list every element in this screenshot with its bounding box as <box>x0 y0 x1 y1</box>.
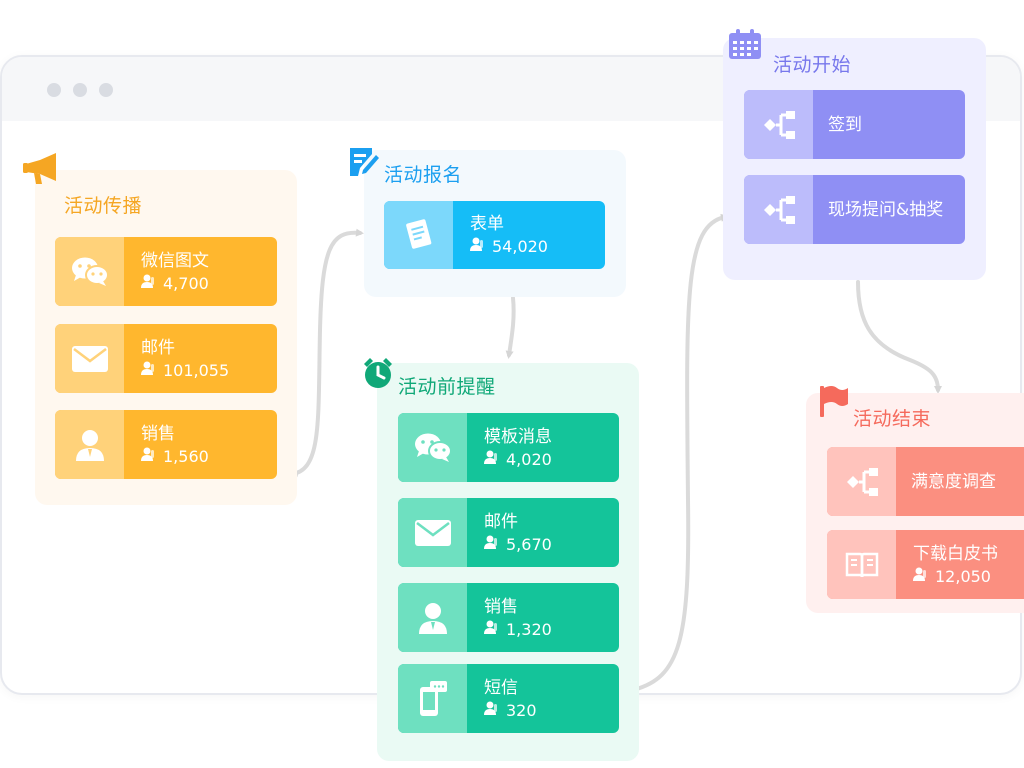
end-card-whitepaper[interactable]: 下载白皮书 12,050 <box>827 530 1024 599</box>
stage-promotion-title: 活动传播 <box>64 195 143 217</box>
user-count-icon <box>913 566 927 588</box>
card-icon-box <box>744 90 813 159</box>
card-label: 下载白皮书 <box>913 543 998 564</box>
book-icon <box>845 552 878 577</box>
card-count: 1,560 <box>163 446 209 466</box>
card-icon-box <box>384 201 453 269</box>
start-card-checkin[interactable]: 签到 <box>744 90 965 159</box>
card-label: 现场提问&抽奖 <box>828 199 944 220</box>
card-label: 销售 <box>141 423 175 444</box>
connector-promotion-to-registration <box>290 228 364 476</box>
card-icon-box <box>398 498 467 567</box>
user-count-icon <box>141 446 155 468</box>
card-label: 模板消息 <box>484 426 552 447</box>
reminder-card-template-message[interactable]: 模板消息 4,020 <box>398 413 619 482</box>
form-edit-icon <box>348 146 380 178</box>
reminder-card-mail[interactable]: 邮件 5,670 <box>398 498 619 567</box>
connector-reminder-to-start <box>631 213 729 692</box>
reminder-card-sales[interactable]: 销售 1,320 <box>398 583 619 652</box>
stage-end-title: 活动结束 <box>853 408 932 430</box>
card-count: 5,670 <box>506 534 552 554</box>
card-label: 表单 <box>470 214 504 234</box>
card-count: 101,055 <box>163 360 230 380</box>
connector-registration-to-reminder <box>505 296 516 359</box>
phone-message-icon <box>419 680 447 716</box>
stage-registration-title: 活动报名 <box>384 164 463 186</box>
person-icon <box>418 602 447 634</box>
promotion-card-sales[interactable]: 销售 1,560 <box>55 410 277 479</box>
window-dot <box>73 83 87 97</box>
reminder-card-sms[interactable]: 短信 320 <box>398 664 619 733</box>
megaphone-icon <box>20 152 60 186</box>
mail-icon <box>71 345 108 372</box>
card-label: 销售 <box>484 596 518 617</box>
promotion-card-wechat[interactable]: 微信图文 4,700 <box>55 237 277 306</box>
alarm-clock-icon <box>361 356 395 390</box>
card-icon-box <box>55 324 124 393</box>
person-icon <box>75 429 104 461</box>
window-dot <box>99 83 113 97</box>
card-icon-box <box>827 447 896 516</box>
card-icon-box <box>398 583 467 652</box>
card-icon-box <box>55 237 124 306</box>
wechat-icon <box>71 257 109 286</box>
card-label: 短信 <box>484 677 518 698</box>
registration-card-form[interactable]: 表单 54,020 <box>384 201 605 269</box>
stage-start-title: 活动开始 <box>773 54 852 76</box>
user-count-icon <box>141 273 155 295</box>
card-count: 54,020 <box>492 237 548 256</box>
card-label: 签到 <box>828 114 862 135</box>
card-icon-box <box>744 175 813 244</box>
card-icon-box <box>827 530 896 599</box>
calendar-icon <box>728 28 762 60</box>
card-label: 微信图文 <box>141 250 209 271</box>
card-label: 满意度调查 <box>911 471 996 492</box>
wechat-icon <box>414 433 452 462</box>
user-count-icon <box>470 236 484 258</box>
user-count-icon <box>484 534 498 556</box>
user-count-icon <box>484 619 498 641</box>
start-card-qa-lottery[interactable]: 现场提问&抽奖 <box>744 175 965 244</box>
card-count: 320 <box>506 700 537 720</box>
card-icon-box <box>398 664 467 733</box>
flow-branch-icon <box>763 110 795 139</box>
window-dot <box>47 83 61 97</box>
user-count-icon <box>484 700 498 722</box>
user-count-icon <box>141 360 155 382</box>
connector-start-to-end <box>856 280 942 394</box>
card-count: 4,020 <box>506 449 552 469</box>
card-count: 4,700 <box>163 273 209 293</box>
flow-branch-icon <box>846 467 878 496</box>
stage-reminder-title: 活动前提醒 <box>398 376 496 398</box>
card-icon-box <box>55 410 124 479</box>
card-count: 12,050 <box>935 566 991 586</box>
card-count: 1,320 <box>506 619 552 639</box>
promotion-card-mail[interactable]: 邮件 101,055 <box>55 324 277 393</box>
card-label: 邮件 <box>141 337 175 358</box>
card-label: 邮件 <box>484 511 518 532</box>
mail-icon <box>414 519 451 546</box>
user-count-icon <box>484 449 498 471</box>
card-icon-box <box>398 413 467 482</box>
flag-icon <box>818 384 850 418</box>
flow-branch-icon <box>763 195 795 224</box>
end-card-survey[interactable]: 满意度调查 <box>827 447 1024 516</box>
document-icon <box>405 219 431 249</box>
